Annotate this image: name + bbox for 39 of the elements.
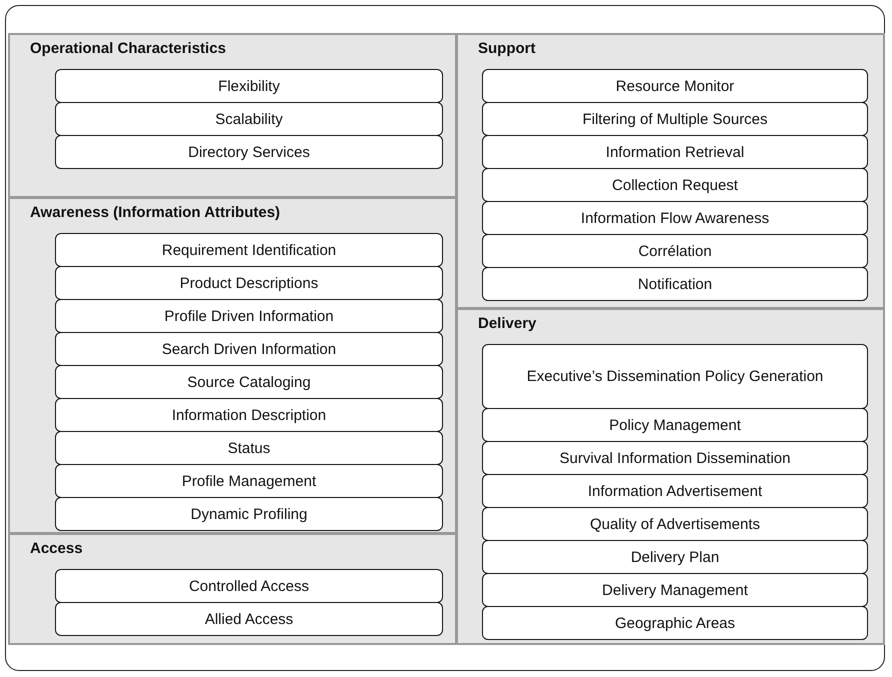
item-box: Source Cataloging	[55, 365, 443, 399]
item-box: Policy Management	[482, 408, 868, 442]
item-box: Allied Access	[55, 602, 443, 636]
item-box: Search Driven Information	[55, 332, 443, 366]
item-box: Corrélation	[482, 234, 868, 268]
group-panel	[8, 197, 457, 534]
item-box: Controlled Access	[55, 569, 443, 603]
item-box: Information Retrieval	[482, 135, 868, 169]
item-box: Resource Monitor	[482, 69, 868, 103]
item-box: Survival Information Dissemination	[482, 441, 868, 475]
item-box: Delivery Plan	[482, 540, 868, 574]
item-box: Information Advertisement	[482, 474, 868, 508]
item-box: Notification	[482, 267, 868, 301]
group-heading: Awareness (Information Attributes)	[30, 204, 280, 221]
item-box: Geographic Areas	[482, 606, 868, 640]
group-heading: Delivery	[478, 315, 536, 332]
item-box: Information Flow Awareness	[482, 201, 868, 235]
item-box: Profile Management	[55, 464, 443, 498]
item-box: Flexibility	[55, 69, 443, 103]
item-box: Filtering of Multiple Sources	[482, 102, 868, 136]
item-box: Profile Driven Information	[55, 299, 443, 333]
item-box: Collection Request	[482, 168, 868, 202]
item-box: Requirement Identification	[55, 233, 443, 267]
group-panel	[8, 33, 457, 198]
item-box: Directory Services	[55, 135, 443, 169]
item-box: Delivery Management	[482, 573, 868, 607]
item-box: Dynamic Profiling	[55, 497, 443, 531]
item-box: Product Descriptions	[55, 266, 443, 300]
item-box: Information Description	[55, 398, 443, 432]
item-box: Status	[55, 431, 443, 465]
group-heading: Operational Characteristics	[30, 40, 226, 57]
item-box: Scalability	[55, 102, 443, 136]
group-panel	[456, 33, 885, 309]
group-panel	[456, 308, 885, 645]
item-box: Executive’s Dissemination Policy Generation	[482, 344, 868, 409]
group-heading: Access	[30, 540, 83, 557]
group-panel	[8, 533, 457, 645]
item-box: Quality of Advertisements	[482, 507, 868, 541]
group-heading: Support	[478, 40, 536, 57]
